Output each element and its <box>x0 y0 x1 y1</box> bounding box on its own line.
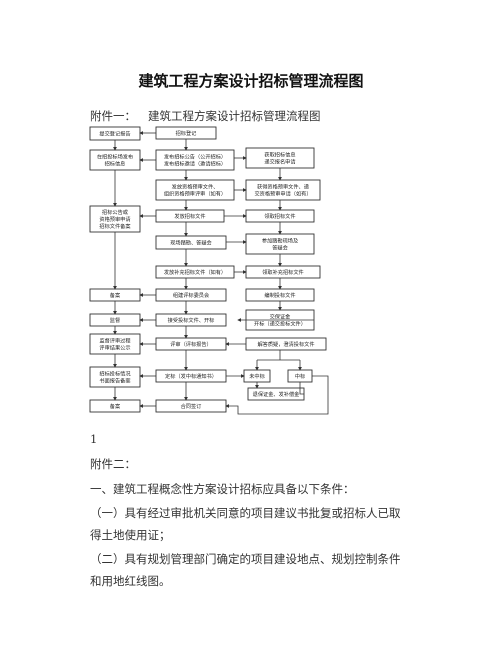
col3-box-10-label: 中标 <box>295 372 305 380</box>
col2-box-4: 发放招标文件 <box>155 209 225 223</box>
col2-box-3: 发放资格预审文件、 组织资格预审评审（如有） <box>155 179 235 201</box>
col3-box-2: 获得资格预审文件、递 交资格预审申请（如有） <box>245 179 321 201</box>
col1-box-5: 监督 <box>89 313 141 327</box>
col3-box-5-label: 领取补充招标文件 <box>262 268 304 276</box>
item-2-line-a: （二）具有规划管理部门确定的项目建设地点、规划控制条件 <box>90 552 401 566</box>
col1-box-7: 招标投标情况 书面报告备案 <box>89 366 141 388</box>
attachment-1-caption: 附件一： 建筑工程方案设计招标管理流程图 <box>90 108 321 124</box>
col2-box-3-label-b: 组织资格预审评审（如有） <box>164 190 226 198</box>
col2-box-7: 组建评标委员会 <box>155 288 227 302</box>
col2-box-11: 合同签订 <box>155 399 227 413</box>
item-1-line-a: （一）具有经过审批机关同意的项目建议书批复或招标人已取 <box>90 506 401 520</box>
section-1-heading: 一、建筑工程概念性方案设计招标应具备以下条件： <box>90 482 355 496</box>
col3-box-2-label-a: 获得资格预审文件、递 <box>257 183 309 191</box>
page-number: 1 <box>90 432 98 446</box>
col2-box-6: 发放补充招标文件（如有） <box>155 265 235 279</box>
col1-box-8-label: 备案 <box>110 402 121 410</box>
col1-box-6-label-b: 评审结果公示 <box>99 344 130 352</box>
item-1-line-b: 得土地使用证； <box>90 528 171 542</box>
col2-box-8-label: 接受投标文件、开标 <box>168 316 215 324</box>
col3-box-5: 领取补充招标文件 <box>245 265 321 279</box>
col2-box-9-label: 评审（评标报告） <box>170 340 212 348</box>
col2-box-11-label: 合同签订 <box>181 402 202 410</box>
col2-box-2-label-b: 发布招标邀请（邀请招标） <box>164 160 226 168</box>
col2-box-8: 接受投标文件、开标 <box>155 313 227 327</box>
col1-box-2-label-b: 招标信息 <box>105 160 126 168</box>
col2-box-9: 评审（评标报告） <box>155 337 227 351</box>
col1-box-4: 备案 <box>89 288 141 302</box>
col3-box-4-label-a: 参加踏勘现场及 <box>262 237 298 245</box>
col3-box-1-label-a: 获取招标信息 <box>264 151 295 159</box>
attachment-1-label: 附件一： <box>90 109 136 123</box>
col3-box-3-label: 领取招标文件 <box>264 212 295 220</box>
col2-box-10: 定标（发中标通知书） <box>155 369 227 383</box>
col1-box-2: 在招投标场发布 招标信息 <box>89 149 141 171</box>
col3-box-3: 领取招标文件 <box>245 209 315 223</box>
col2-box-2-label-a: 发布招标公告（公开招标） <box>164 153 226 161</box>
col1-box-1: 提交登记报告 <box>89 126 141 141</box>
col3-box-8-label: 解答质疑，澄清投标文件 <box>257 340 314 348</box>
col1-box-3-label-b: 资格预审申请 <box>99 215 130 223</box>
col3-box-9-label: 未中标 <box>249 372 265 380</box>
col3-box-1: 获取招标信息 递交报名申请 <box>245 147 315 169</box>
col1-box-7-label-b: 书面报告备案 <box>99 377 131 385</box>
col3-box-9: 未中标 <box>243 369 271 383</box>
col2-box-5-label: 现场踏勘、答疑会 <box>170 239 212 247</box>
col3-box-11-label: 退保证金、发补偿金 <box>253 390 301 398</box>
col3-box-4-label-b: 答疑会 <box>272 244 288 252</box>
col3-box-4: 参加踏勘现场及 答疑会 <box>245 233 315 255</box>
col3-box-11: 退保证金、发补偿金 <box>247 387 305 401</box>
col3-box-6-label: 编制投标文件 <box>264 291 295 299</box>
col3-box-7-label-b: 开标（递交投标文件） <box>254 320 306 328</box>
col2-box-7-label: 组建评标委员会 <box>173 291 209 299</box>
col1-box-3: 招标公告或 资格预审申请 招标文件备案 <box>89 205 141 233</box>
col3-box-2-label-b: 交资格预审申请（如有） <box>254 190 311 198</box>
col2-box-4-label: 发放招标文件 <box>174 212 205 220</box>
col1-box-7-label-a: 招标投标情况 <box>99 370 131 378</box>
col3-box-8: 解答质疑，澄清投标文件 <box>245 337 327 351</box>
col2-box-2: 发布招标公告（公开招标） 发布招标邀请（邀请招标） <box>155 149 235 171</box>
col2-box-10-label: 定标（发中标通知书） <box>165 372 217 380</box>
col1-box-3-label-a: 招标公告或 <box>102 208 128 216</box>
col2-box-6-label: 发放补充招标文件（如有） <box>164 268 226 276</box>
col3-box-1-label-b: 递交报名申请 <box>264 158 295 166</box>
document-title: 建筑工程方案设计招标管理流程图 <box>138 72 364 90</box>
flow-connectors <box>113 131 329 415</box>
item-2-line-b: 和用地红线图。 <box>90 574 171 588</box>
col3-box-10: 中标 <box>287 369 313 383</box>
col1-box-6-label-a: 监督评审过程 <box>99 337 130 345</box>
col3-box-7-label-a: 交保证金 <box>270 313 292 321</box>
col1-box-5-label: 监督 <box>110 316 120 324</box>
col2-box-1-label: 招标登记 <box>176 129 197 137</box>
flowchart: 提交登记报告 在招投标场发布 招标信息 招标公告或 资格预审申请 招标文件备案 … <box>89 126 329 415</box>
col2-box-5: 现场踏勘、答疑会 <box>155 235 227 250</box>
attachment-1-title: 建筑工程方案设计招标管理流程图 <box>148 109 321 123</box>
col1-box-1-label: 提交登记报告 <box>99 130 130 138</box>
col2-box-3-label-a: 发放资格预审文件、 <box>172 183 219 191</box>
attachment-2-label: 附件二： <box>90 457 136 471</box>
col1-box-3-label-c: 招标文件备案 <box>99 222 131 230</box>
col1-box-8: 备案 <box>89 399 141 413</box>
col3-box-6: 编制投标文件 <box>245 288 315 302</box>
col1-box-4-label: 备案 <box>110 291 121 299</box>
col1-box-6: 监督评审过程 评审结果公示 <box>89 333 141 355</box>
col2-box-1: 招标登记 <box>155 126 217 140</box>
col1-box-2-label-a: 在招投标场发布 <box>97 153 133 161</box>
